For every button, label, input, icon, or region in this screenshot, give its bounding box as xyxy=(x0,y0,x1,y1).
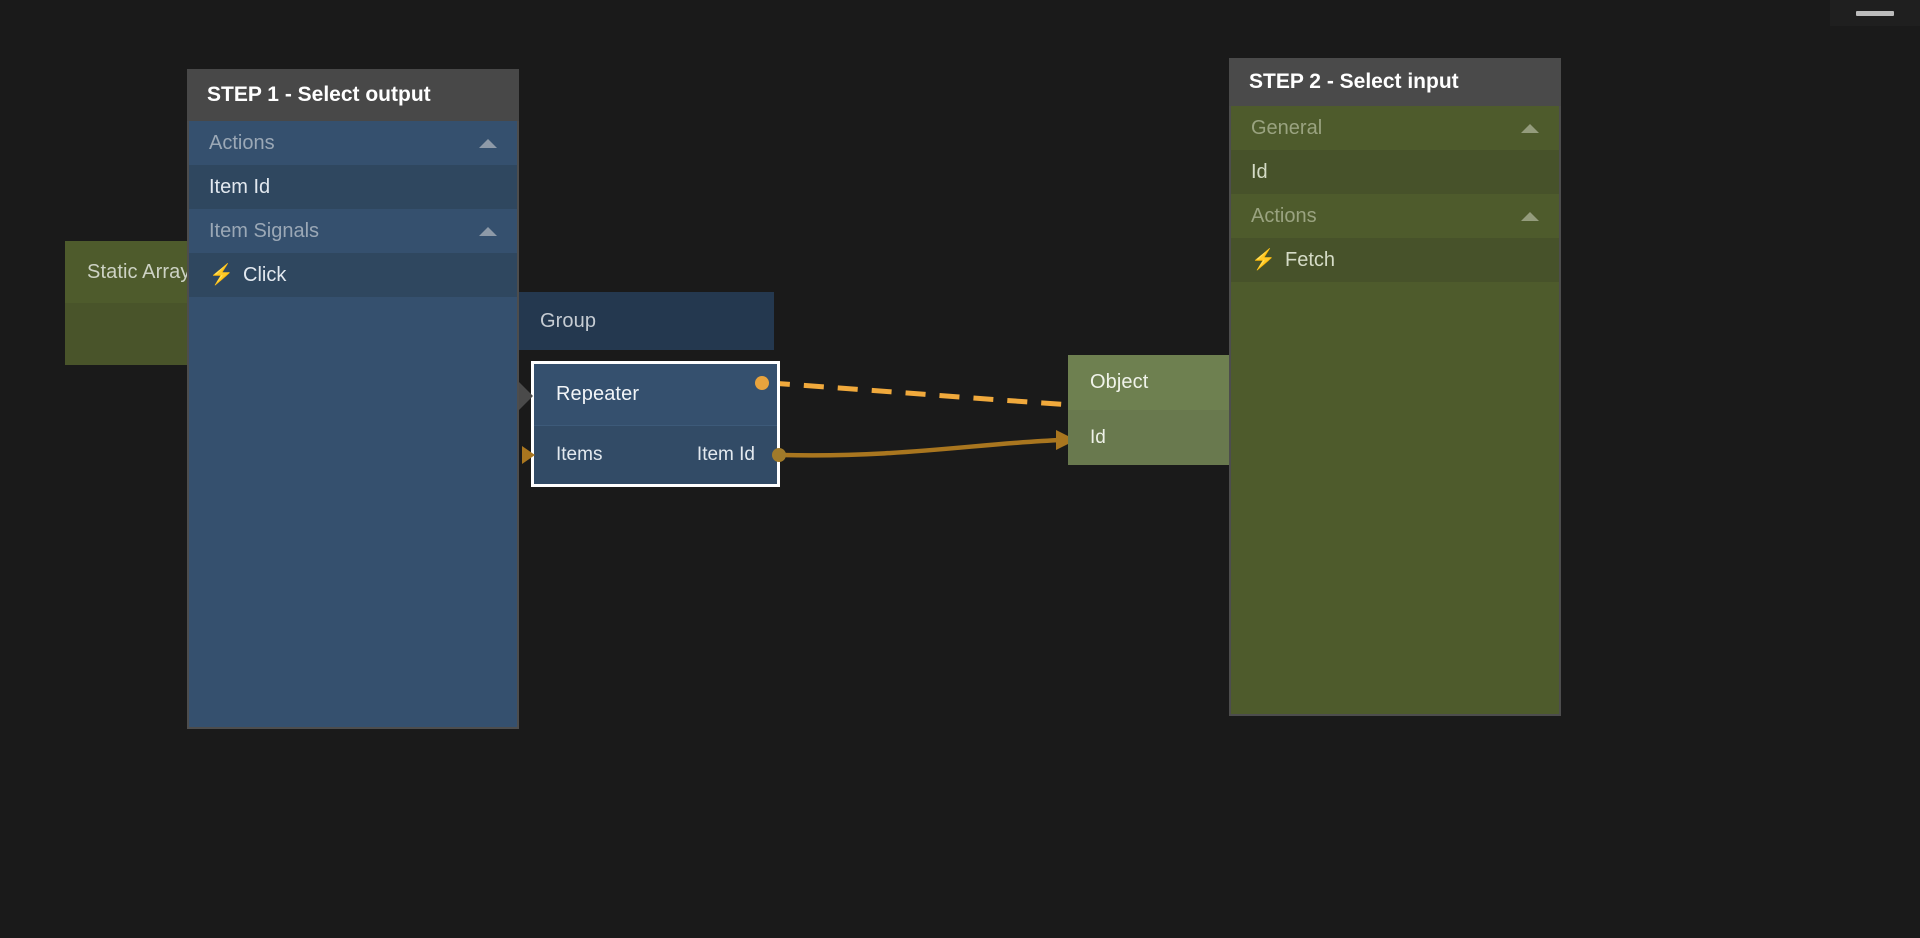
panel-group-label: Actions xyxy=(209,131,275,154)
panel-item-label: Item Id xyxy=(209,175,271,198)
port-label-items[interactable]: Items xyxy=(556,444,603,465)
panel-item-label: Fetch xyxy=(1285,248,1336,271)
chevron-up-icon[interactable] xyxy=(1521,211,1539,221)
panel-group-actions[interactable]: Actions xyxy=(1231,194,1559,238)
minimize-bar xyxy=(1856,10,1894,16)
panel-item-label: Id xyxy=(1251,160,1268,183)
chevron-up-icon[interactable] xyxy=(479,226,497,236)
panel-item-label: Click xyxy=(243,263,287,286)
port-dot-signal-out[interactable] xyxy=(755,376,769,390)
wire-data-solid xyxy=(781,437,1063,458)
panel-step-2-body[interactable]: General Id Actions ⚡ Fetch xyxy=(1229,106,1561,716)
graph-node-repeater[interactable]: Repeater Items Item Id xyxy=(515,361,780,487)
panel-group-label: Item Signals xyxy=(209,219,320,242)
node-title: Repeater xyxy=(534,364,777,426)
bolt-icon: ⚡ xyxy=(1251,249,1276,271)
node-input-chevron-icon xyxy=(515,378,533,414)
port-label-item-id[interactable]: Item Id xyxy=(696,444,755,465)
panel-step-2-header: STEP 2 - Select input xyxy=(1229,58,1561,106)
port-arrow-items-in[interactable] xyxy=(522,446,535,464)
panel-group-general[interactable]: General xyxy=(1231,106,1559,150)
panel-group-actions[interactable]: Actions xyxy=(189,121,517,165)
port-dot-item-id-out[interactable] xyxy=(772,448,786,462)
panel-item-id[interactable]: Id xyxy=(1231,150,1559,194)
chevron-up-icon[interactable] xyxy=(479,138,497,148)
panel-step-1-body[interactable]: Actions Item Id Item Signals ⚡ Click xyxy=(187,121,519,729)
node-port-row: Items Item Id xyxy=(534,426,777,484)
panel-group-item-signals[interactable]: Item Signals xyxy=(189,209,517,253)
graph-node-group[interactable]: Group xyxy=(518,292,774,350)
panel-group-label: Actions xyxy=(1251,204,1317,227)
panel-item-fetch[interactable]: ⚡ Fetch xyxy=(1231,238,1559,282)
node-title: Group xyxy=(540,309,597,332)
bolt-icon: ⚡ xyxy=(209,264,234,286)
minimize-icon[interactable] xyxy=(1830,0,1920,26)
panel-step-2[interactable]: STEP 2 - Select input General Id Actions… xyxy=(1229,58,1561,716)
panel-step-1[interactable]: STEP 1 - Select output Actions Item Id I… xyxy=(187,69,519,729)
panel-group-label: General xyxy=(1251,116,1323,139)
chevron-up-icon[interactable] xyxy=(1521,123,1539,133)
panel-item-click[interactable]: ⚡ Click xyxy=(189,253,517,297)
panel-item-item-id[interactable]: Item Id xyxy=(189,165,517,209)
panel-step-1-header: STEP 1 - Select output xyxy=(187,69,519,121)
